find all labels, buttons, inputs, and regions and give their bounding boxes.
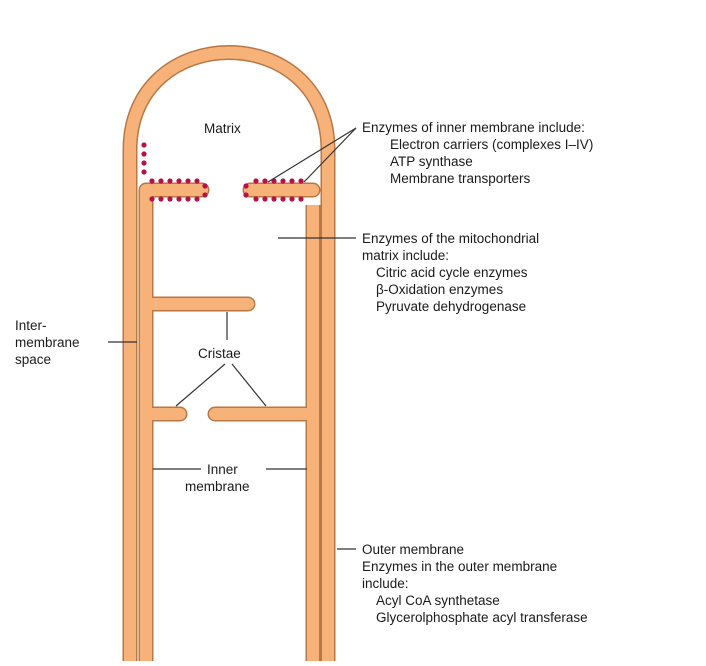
atp-synthase-particle bbox=[298, 178, 304, 184]
leader-cristae-right bbox=[231, 363, 267, 407]
inner-enzymes-item: Membrane transporters bbox=[390, 171, 531, 186]
leader-cristae-left bbox=[175, 363, 226, 407]
outer-membrane-heading-line-1: Outer membrane bbox=[362, 542, 465, 557]
atp-synthase-particle bbox=[185, 178, 191, 184]
atp-synthase-particle bbox=[262, 196, 268, 202]
atp-synthase-particle bbox=[262, 178, 268, 184]
matrix-enzymes-item: β-Oxidation enzymes bbox=[376, 282, 504, 297]
atp-synthase-particle bbox=[194, 196, 200, 202]
atp-synthase-particle bbox=[289, 196, 295, 202]
intermembrane-line-2: membrane bbox=[15, 335, 80, 350]
outer-membrane-item: Glycerolphosphate acyl transferase bbox=[376, 610, 588, 625]
outer-membrane-item: Acyl CoA synthetase bbox=[376, 593, 500, 608]
matrix-label: Matrix bbox=[204, 121, 241, 136]
atp-synthase-particle bbox=[280, 196, 286, 202]
matrix-enzymes-heading-line-2: matrix include: bbox=[362, 248, 450, 263]
atp-synthase-particle bbox=[141, 142, 147, 148]
leader-inner-enzymes-2 bbox=[303, 127, 357, 183]
atp-synthase-particle bbox=[167, 178, 173, 184]
atp-synthase-particle bbox=[243, 183, 249, 189]
inner-membrane-line-1: Inner bbox=[207, 462, 238, 477]
atp-synthase-particle bbox=[176, 196, 182, 202]
intermembrane-line-3: space bbox=[15, 352, 52, 367]
atp-synthase-particle bbox=[141, 169, 147, 175]
atp-synthase-particle bbox=[194, 178, 200, 184]
atp-synthase-particle bbox=[158, 196, 164, 202]
atp-synthase-particle bbox=[185, 196, 191, 202]
inner-enzymes-item: Electron carriers (complexes I–IV) bbox=[390, 137, 594, 152]
atp-synthase-particle bbox=[253, 178, 259, 184]
atp-synthase-particle bbox=[167, 196, 173, 202]
inner-membrane-label: Inner membrane bbox=[185, 461, 250, 495]
intermembrane-space-label: Inter- membrane space bbox=[15, 317, 80, 368]
atp-synthase-particle bbox=[243, 192, 249, 198]
inner-enzymes-item: ATP synthase bbox=[390, 154, 473, 169]
inner-enzymes-heading: Enzymes of inner membrane include: bbox=[362, 120, 585, 135]
atp-synthase-particle bbox=[141, 151, 147, 157]
atp-synthase-particle bbox=[202, 192, 208, 198]
leader-inner-enzymes-1 bbox=[267, 127, 357, 183]
cristae-label: Cristae bbox=[198, 346, 241, 361]
atp-synthase-particle bbox=[149, 196, 155, 202]
atp-synthase-particle bbox=[176, 178, 182, 184]
intermembrane-line-1: Inter- bbox=[15, 318, 47, 333]
matrix-enzymes-item: Citric acid cycle enzymes bbox=[376, 265, 528, 280]
atp-synthase-particle bbox=[289, 178, 295, 184]
matrix-enzymes-annotation: Enzymes of the mitochondrial matrix incl… bbox=[362, 230, 539, 315]
atp-synthase-particle bbox=[202, 183, 208, 189]
matrix-enzymes-heading-line-1: Enzymes of the mitochondrial bbox=[362, 231, 540, 246]
outer-membrane-shape bbox=[124, 46, 334, 661]
outer-membrane-heading-line-3: include: bbox=[362, 576, 409, 591]
matrix-enzymes-item: Pyruvate dehydrogenase bbox=[376, 299, 527, 314]
leader-lines bbox=[108, 127, 357, 550]
atp-synthase-particle bbox=[149, 178, 155, 184]
inner-membrane-enzymes-annotation: Enzymes of inner membrane include: Elect… bbox=[362, 119, 593, 187]
atp-synthase-particle bbox=[141, 160, 147, 166]
atp-synthase-particle bbox=[158, 178, 164, 184]
atp-synthase-particle bbox=[280, 178, 286, 184]
outer-membrane-heading-line-2: Enzymes in the outer membrane bbox=[362, 559, 558, 574]
atp-synthase-particle bbox=[298, 196, 304, 202]
inner-membrane-line-2: membrane bbox=[185, 479, 250, 494]
outer-membrane-annotation: Outer membrane Enzymes in the outer memb… bbox=[362, 541, 588, 626]
membranes bbox=[122, 45, 336, 661]
atp-synthase-particle bbox=[253, 196, 259, 202]
atp-synthase-particles bbox=[141, 142, 304, 202]
atp-synthase-particle bbox=[271, 196, 277, 202]
